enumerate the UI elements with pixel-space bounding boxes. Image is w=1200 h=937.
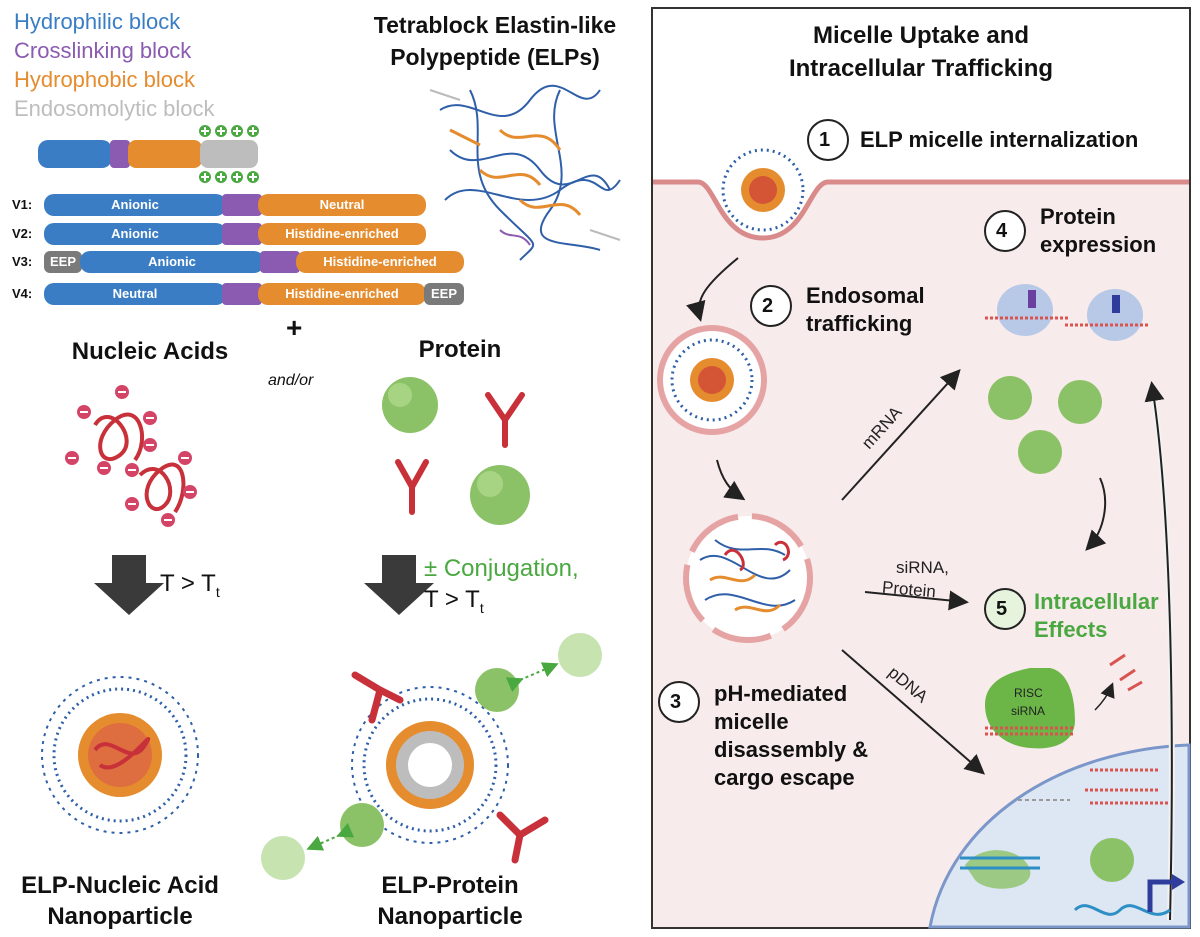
v3-block-1: EEP [49,254,76,269]
elp-tangle-image [429,84,621,261]
legend-endosomolytic: Endosomolytic block [14,96,215,121]
legend-crosslinking: Crosslinking block [14,38,192,63]
legend-hydrophilic: Hydrophilic block [14,9,181,34]
step-badges [658,119,1026,723]
panel-title-line2: Intracellular Trafficking [788,55,1054,82]
step4-number: 4 [996,220,1008,242]
v4-block-1: Neutral [112,286,158,301]
protein-label: Protein [418,336,502,363]
v3-block-4: Histidine-enriched [323,254,437,269]
step4-line1: Protein [1040,204,1116,229]
conjugation-label: ± Conjugation, [424,555,579,582]
legend-hydrophobic: Hydrophobic block [14,67,195,92]
nucleic-acids-label: Nucleic Acids [71,338,229,365]
protein-product-line2: Nanoparticle [377,903,523,930]
step1-number: 1 [819,129,831,151]
v4-block-3: Histidine-enriched [285,286,399,301]
trafficking-arrows [686,257,1175,921]
v4-block-4: EEP [430,286,457,301]
v1-block-1: Anionic [111,197,159,212]
step5-number: 5 [996,598,1008,620]
panel-title-line1: Micelle Uptake and [812,22,1030,49]
step2-line2: trafficking [806,311,913,336]
ribosome-image [985,284,1150,474]
step4-line2: expression [1040,232,1157,257]
elp-title-line1: Tetrablock Elastin-like [373,12,617,38]
plus-sign: + [286,312,303,343]
disassembly-image [683,513,813,643]
risc-label: RISC [1014,686,1043,700]
variant-label-v2: V2: [12,226,33,241]
endosome-image [657,325,767,435]
step2-line1: Endosomal [806,283,925,308]
nucleus-contents-image [960,768,1185,916]
step3-number: 3 [670,691,682,713]
sirna-complex-label: siRNA [1011,704,1046,718]
v2-block-1: Anionic [111,226,159,241]
process-arrows [94,555,434,615]
protein-image [382,377,530,525]
v1-block-3: Neutral [319,197,365,212]
step1-label: ELP micelle internalization [860,127,1139,152]
variant-bars [44,194,464,305]
step2-number: 2 [762,295,774,317]
elp-title-line2: Polypeptide (ELPs) [390,44,600,70]
right-condition: T > Tt [424,586,484,616]
tetrablock-schematic [38,125,259,183]
step3-line3: disassembly & [714,737,869,762]
protein-product-line1: ELP-Protein [381,872,519,899]
risc-image [985,653,1143,749]
nucleic-acid-image [65,385,197,527]
step5-line2: Effects [1034,617,1108,642]
v2-block-3: Histidine-enriched [285,226,399,241]
nucleic-nanoparticle-image [41,676,199,834]
variant-label-v1: V1: [12,197,33,212]
step3-line2: micelle [714,709,789,734]
variant-label-v4: V4: [12,286,33,301]
micelle-entering-image [721,148,805,232]
sirna-label: siRNA, [896,558,949,577]
step5-line1: Intracellular [1034,589,1159,614]
nucleic-product-line2: Nanoparticle [47,903,193,930]
left-condition: T > Tt [160,570,220,600]
and-or-label: and/or [268,372,314,389]
variant-label-v3: V3: [12,254,33,269]
protein-nanoparticle-image [261,633,602,880]
v3-block-2: Anionic [148,254,196,269]
step3-line1: pH-mediated [714,681,848,706]
step3-line4: cargo escape [714,765,855,790]
nucleic-product-line1: ELP-Nucleic Acid [21,872,219,899]
